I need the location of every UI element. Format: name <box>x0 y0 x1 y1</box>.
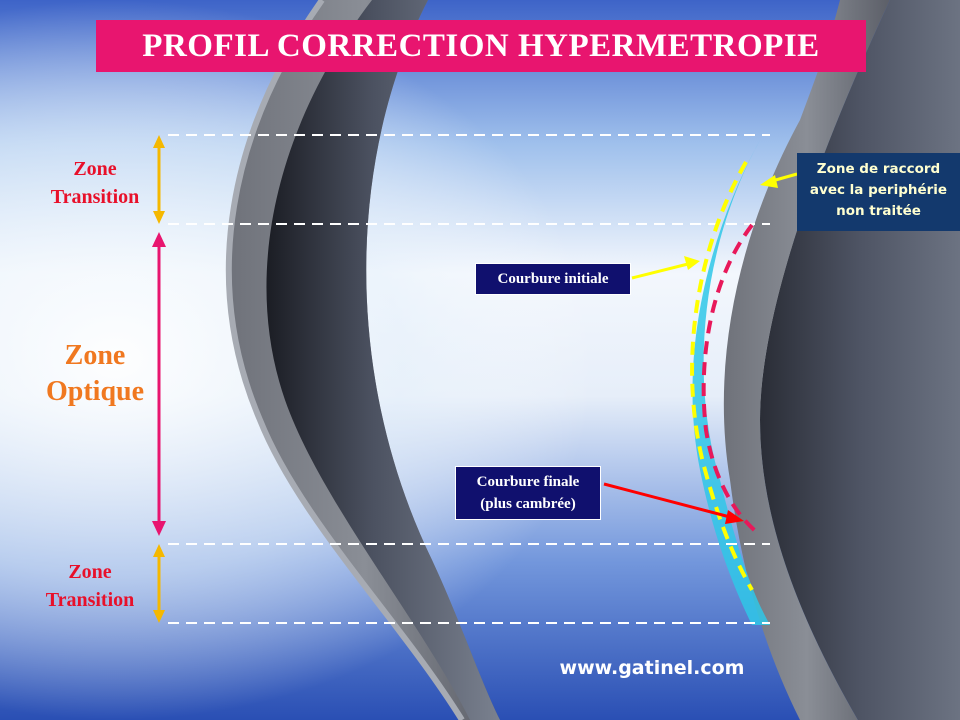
final-curvature-arrow <box>603 482 744 524</box>
guide-lines <box>168 134 770 624</box>
top-transition-label: Zone Transition <box>40 155 150 211</box>
final-curvature-callout: Courbure finale (plus cambrée) <box>455 466 601 520</box>
raccord-arrow <box>760 172 798 188</box>
final-curvature-callout-line2: (plus cambrée) <box>480 496 576 512</box>
final-curvature <box>701 223 762 537</box>
left-cornea-inner <box>266 0 500 720</box>
initial-curvature-callout: Courbure initiale <box>475 263 631 295</box>
optical-zone-arrow <box>152 232 166 536</box>
initial-curvature <box>690 161 754 591</box>
website-watermark: www.gatinel.com <box>559 657 745 679</box>
raccord-callout-line3: non traitée <box>836 203 921 219</box>
optical-zone-label: Zone Optique <box>30 338 160 410</box>
raccord-callout-line1: Zone de raccord <box>816 161 941 177</box>
bottom-transition-label-line2: Transition <box>45 589 135 611</box>
top-transition-label-line1: Zone <box>73 158 117 180</box>
initial-curvature-arrow <box>631 256 700 280</box>
optical-zone-label-line2: Optique <box>45 376 145 407</box>
right-cornea <box>723 0 890 720</box>
top-transition-label-line2: Transition <box>50 186 140 208</box>
bottom-transition-label-line1: Zone <box>68 561 112 583</box>
bottom-transition-arrow <box>153 544 165 623</box>
raccord-callout: Zone de raccord avec la periphérie non t… <box>797 153 960 231</box>
treated-zone <box>692 140 770 625</box>
raccord-callout-line2: avec la periphérie <box>809 182 948 198</box>
optical-zone-label-line1: Zone <box>64 340 126 371</box>
final-curvature-callout-line1: Courbure finale <box>476 474 580 490</box>
top-transition-arrow <box>153 135 165 224</box>
page-title: PROFIL CORRECTION HYPERMETROPIE <box>96 20 866 72</box>
bottom-transition-label: Zone Transition <box>34 558 146 614</box>
left-cornea-rim <box>225 0 465 720</box>
